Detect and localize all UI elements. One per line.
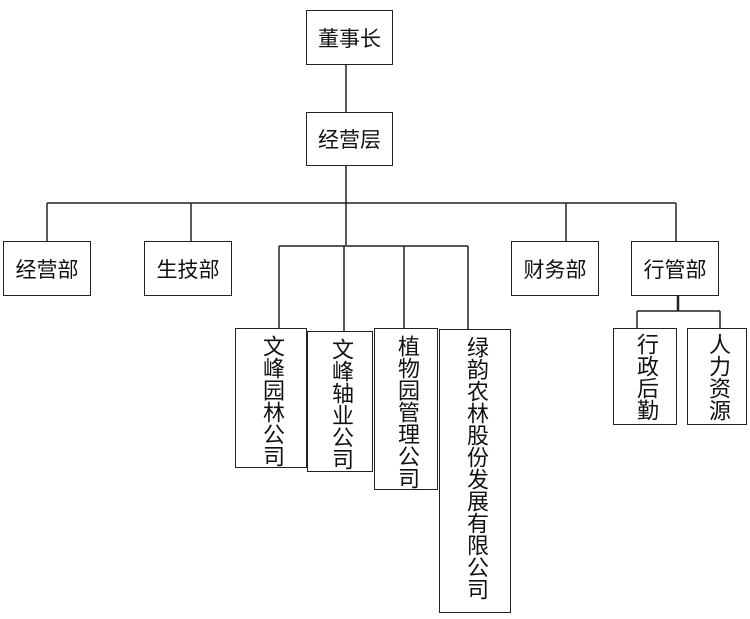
node-label: 植物园管理公司	[394, 335, 419, 489]
node-sub-wenfeng-bearing: 文峰轴业公司	[307, 331, 373, 472]
node-chairman: 董事长	[306, 10, 393, 65]
node-label: 人力资源	[705, 333, 730, 421]
node-sub-wenfeng-garden: 文峰园林公司	[235, 328, 307, 468]
node-label: 财务部	[523, 257, 587, 282]
node-sub-lvyun-agri: 绿韵农林股份发展有限公司	[439, 329, 511, 613]
node-dept-operations: 经营部	[3, 241, 91, 296]
node-label: 文峰轴业公司	[328, 338, 353, 470]
node-label: 经营层	[318, 128, 381, 152]
node-dept-admin: 行管部	[631, 241, 719, 296]
node-label: 生技部	[156, 257, 220, 282]
node-label: 董事长	[318, 26, 381, 51]
node-management: 经营层	[306, 112, 393, 166]
node-label: 文峰园林公司	[259, 335, 284, 467]
node-label: 行政后勤	[633, 333, 658, 421]
node-dept-production-tech: 生技部	[144, 241, 232, 296]
node-label: 绿韵农林股份发展有限公司	[463, 336, 488, 600]
node-human-resources: 人力资源	[687, 328, 747, 425]
node-admin-logistics: 行政后勤	[613, 328, 677, 425]
node-label: 行管部	[643, 257, 707, 282]
node-dept-finance: 财务部	[511, 241, 599, 296]
node-sub-botanical-garden: 植物园管理公司	[374, 328, 438, 490]
node-label: 经营部	[15, 257, 79, 282]
